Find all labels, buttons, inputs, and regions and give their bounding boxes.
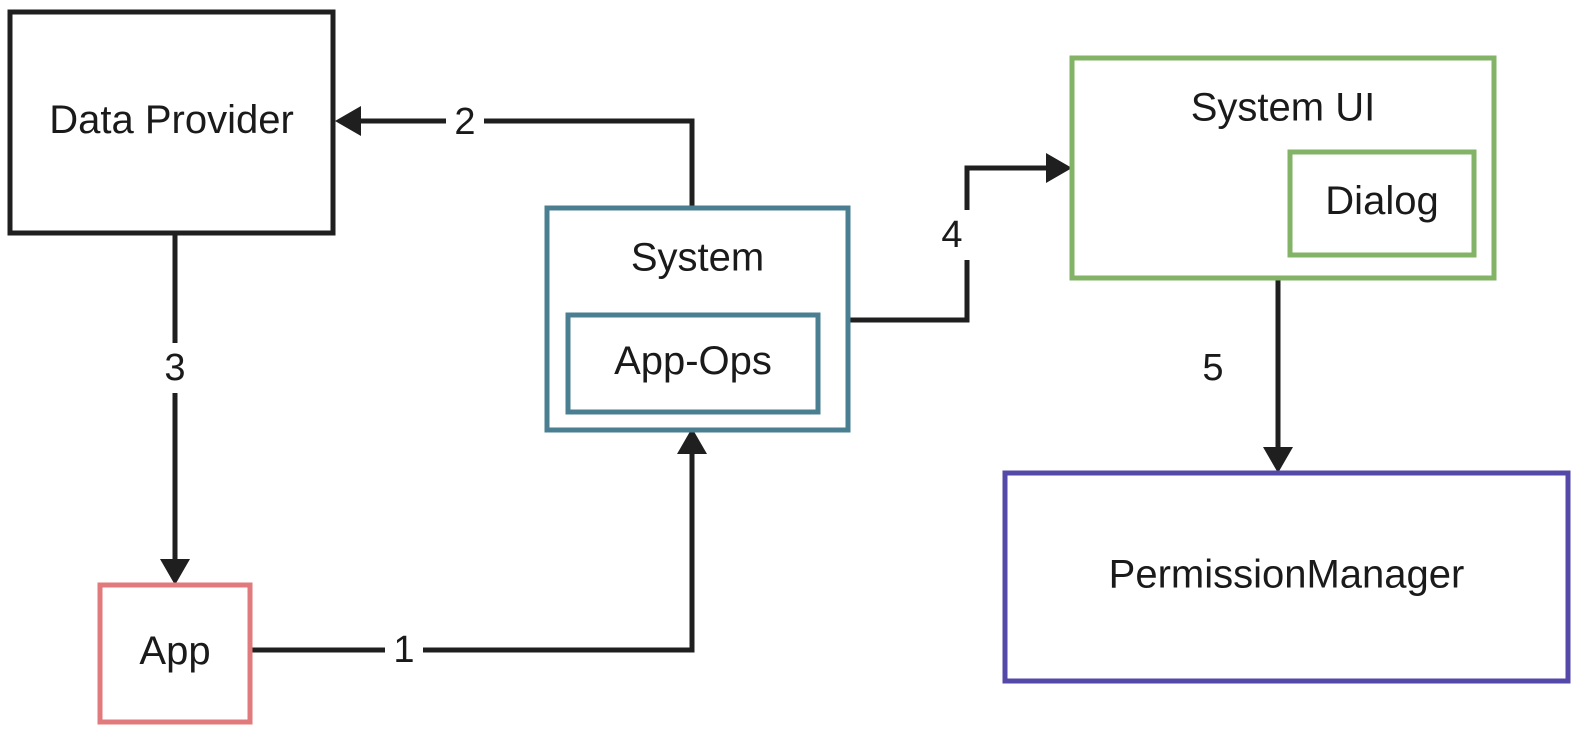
arrowhead-4 bbox=[1046, 153, 1072, 183]
edge-3 bbox=[160, 235, 190, 585]
edge-5 bbox=[1263, 278, 1293, 473]
edge-line-1 bbox=[252, 440, 695, 653]
node-data-provider[interactable]: Data Provider bbox=[7, 9, 336, 236]
edge-line-2 bbox=[352, 118, 695, 208]
node-label-permission-manager: PermissionManager bbox=[1109, 553, 1465, 597]
node-dialog[interactable]: Dialog bbox=[1287, 149, 1477, 258]
arrowhead-3 bbox=[160, 559, 190, 585]
edge-label-backdrop-3 bbox=[156, 343, 194, 393]
node-permission-manager[interactable]: PermissionManager bbox=[1002, 470, 1571, 684]
node-box-permission-manager[interactable] bbox=[1002, 470, 1571, 684]
edge-label-5: 5 bbox=[1194, 343, 1232, 393]
edge-1 bbox=[252, 428, 707, 653]
node-label-dialog: Dialog bbox=[1325, 179, 1438, 223]
edge-label-text-5: 5 bbox=[1202, 347, 1223, 389]
arrowhead-5 bbox=[1263, 447, 1293, 473]
edge-label-backdrop-2 bbox=[446, 97, 484, 147]
arrowhead-1 bbox=[677, 428, 707, 454]
node-app[interactable]: App bbox=[97, 582, 253, 725]
edge-labels-layer: 1 2 3 4 5 bbox=[156, 97, 1232, 675]
edge-label-4: 4 bbox=[933, 210, 971, 260]
edge-label-2: 2 bbox=[446, 97, 484, 147]
node-box-app[interactable] bbox=[97, 582, 253, 725]
edge-label-backdrop-1 bbox=[385, 625, 423, 675]
edge-label-3: 3 bbox=[156, 343, 194, 393]
edge-label-text-4: 4 bbox=[941, 214, 962, 256]
edge-label-backdrop-4 bbox=[933, 210, 971, 260]
edge-label-text-1: 1 bbox=[393, 629, 414, 671]
edge-label-backdrop-5 bbox=[1194, 343, 1232, 393]
node-app-ops[interactable]: App-Ops bbox=[565, 312, 821, 415]
node-label-system: System bbox=[631, 236, 764, 280]
node-label-system-ui: System UI bbox=[1191, 86, 1375, 130]
edge-label-1: 1 bbox=[385, 625, 423, 675]
node-label-data-provider: Data Provider bbox=[49, 98, 294, 142]
node-label-app: App bbox=[139, 629, 210, 673]
edge-2 bbox=[335, 106, 695, 208]
node-box-app-ops[interactable] bbox=[565, 312, 821, 415]
node-label-app-ops: App-Ops bbox=[614, 339, 772, 383]
edge-label-text-2: 2 bbox=[454, 101, 475, 143]
node-box-dialog[interactable] bbox=[1287, 149, 1477, 258]
edges-layer bbox=[160, 106, 1293, 653]
edge-label-text-3: 3 bbox=[164, 347, 185, 389]
arrowhead-2 bbox=[335, 106, 361, 136]
node-box-data-provider[interactable] bbox=[7, 9, 336, 236]
